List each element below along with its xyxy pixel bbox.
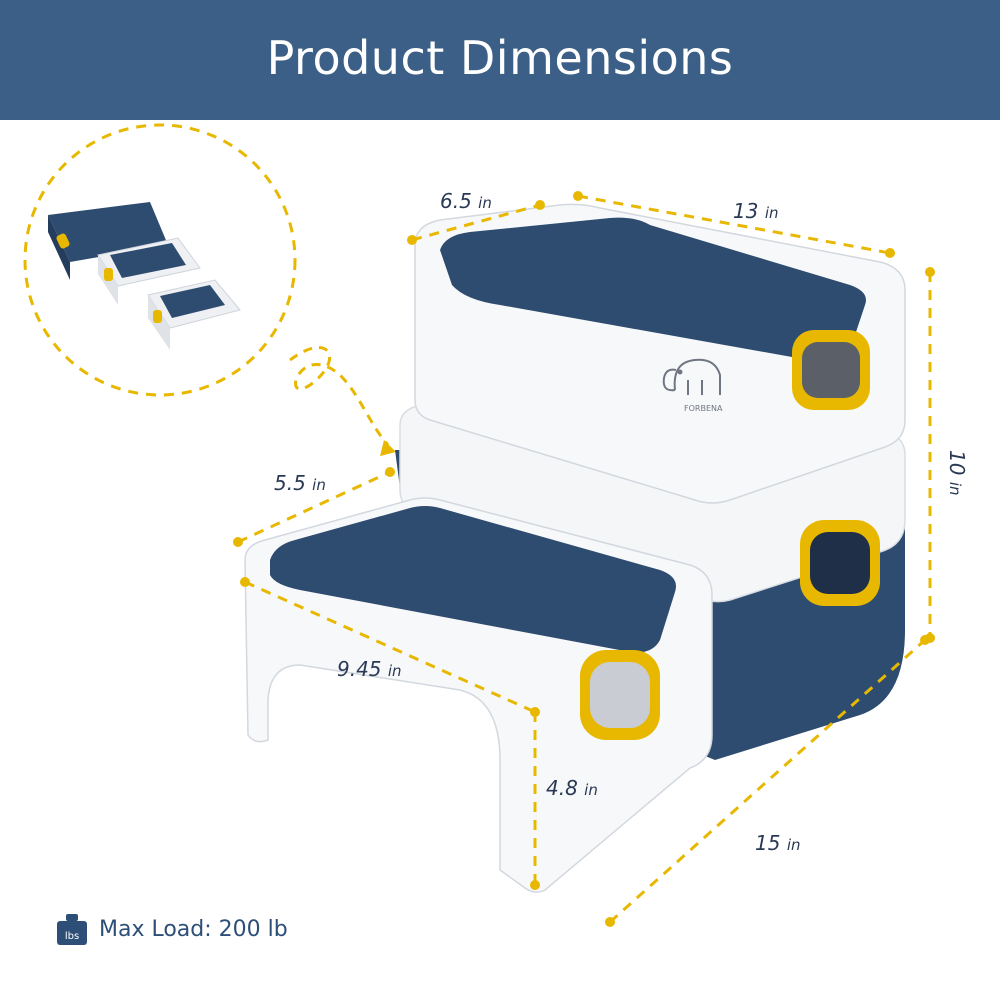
dimension-endpoints <box>233 191 935 927</box>
dim-total-height: 10 in <box>945 450 969 496</box>
connector-path <box>289 346 390 447</box>
inset-stool-small <box>147 279 241 350</box>
dim-step-height: 4.8 in <box>546 776 598 800</box>
header-banner: Product Dimensions <box>0 0 1000 120</box>
lower-step <box>244 497 713 893</box>
dim-top-length: 13 in <box>733 199 779 223</box>
step-pad <box>270 506 676 653</box>
dim-top-width: 6.5 in <box>440 189 492 213</box>
elephant-icon <box>662 358 721 395</box>
inset-stool-mid <box>97 237 201 305</box>
max-load-text: Max Load: 200 lb <box>99 916 288 942</box>
dimension-lines <box>237 194 932 924</box>
top-handle <box>792 330 870 410</box>
dim-step-length: 9.45 in <box>337 657 402 681</box>
page-title: Product Dimensions <box>266 31 734 85</box>
max-load: lbs Max Load: 200 lb <box>55 912 288 946</box>
brand-logo: FORBENA <box>662 358 723 413</box>
weight-icon: lbs <box>57 914 87 945</box>
weight-icon-label: lbs <box>65 931 79 942</box>
dimension-labels: 6.5 in 13 in 10 in 5.5 in 9.45 in 4.8 in… <box>274 189 969 855</box>
arrow-head <box>380 440 396 456</box>
step-handle <box>580 650 660 740</box>
brand-name: FORBENA <box>684 404 723 413</box>
dim-step-width: 5.5 in <box>274 471 326 495</box>
dim-base-length: 15 in <box>755 831 801 855</box>
inset-circle <box>23 123 396 456</box>
base-handle <box>800 520 880 606</box>
top-pad <box>440 217 866 363</box>
